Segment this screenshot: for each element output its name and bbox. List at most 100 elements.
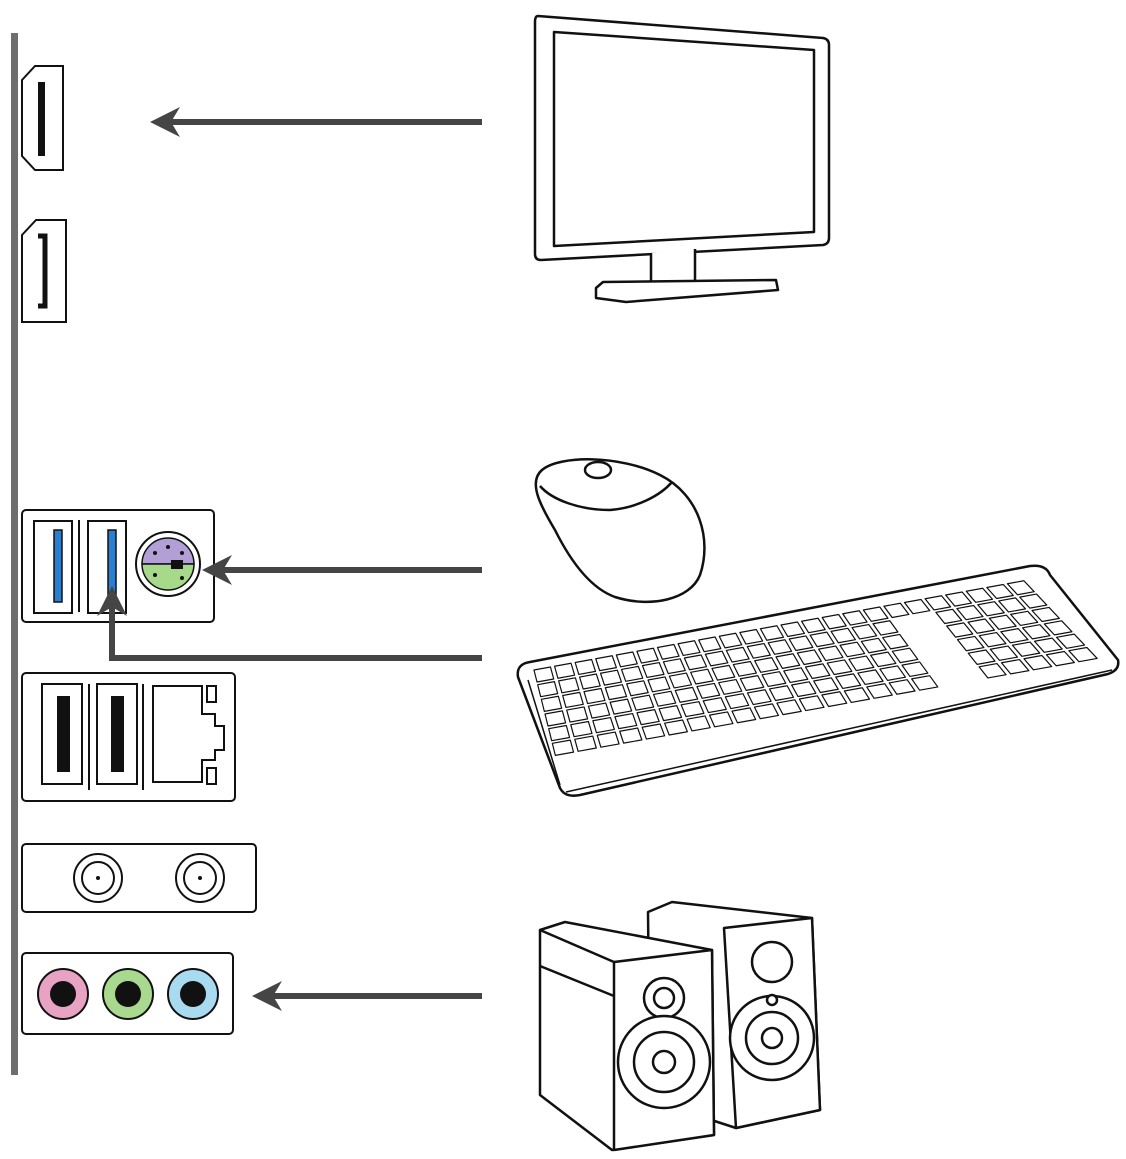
keyboard-key bbox=[1031, 606, 1060, 623]
keyboard-key bbox=[641, 661, 665, 679]
keyboard-key bbox=[826, 659, 853, 676]
keyboard-key bbox=[652, 690, 677, 707]
keyboard-key bbox=[533, 666, 555, 683]
keyboard-key bbox=[636, 709, 660, 726]
keyboard-key bbox=[562, 691, 584, 709]
keyboard-key bbox=[540, 695, 563, 712]
audio-line-out-jack bbox=[102, 968, 154, 1020]
usb3-port bbox=[87, 520, 127, 614]
keyboard-key bbox=[570, 720, 593, 738]
wifi-antenna-connector bbox=[175, 853, 225, 903]
mouse-icon bbox=[534, 458, 706, 604]
keyboard-key bbox=[1011, 641, 1041, 657]
keyboard-key bbox=[965, 587, 994, 603]
keyboard-key bbox=[647, 676, 671, 693]
keyboard-key bbox=[901, 661, 929, 678]
keyboard-key bbox=[1023, 654, 1053, 671]
keyboard-key bbox=[1000, 658, 1030, 675]
keyboard-key bbox=[945, 591, 973, 607]
hdmi-port bbox=[21, 65, 64, 171]
keyboard-key bbox=[731, 707, 757, 724]
keyboard-key bbox=[790, 681, 817, 698]
keyboard-key bbox=[967, 649, 996, 665]
keyboard-key bbox=[578, 673, 601, 690]
keyboard-key bbox=[686, 715, 711, 732]
keyboard-key bbox=[956, 604, 984, 621]
keyboard-key bbox=[842, 610, 868, 626]
keyboard-key bbox=[924, 595, 952, 611]
keyboard-key bbox=[800, 617, 826, 634]
keyboard-key bbox=[1055, 633, 1086, 649]
keyboard-key bbox=[835, 673, 862, 690]
keyboard-key bbox=[1043, 620, 1073, 636]
keyboard-key bbox=[843, 687, 871, 704]
usb2-port bbox=[41, 683, 83, 785]
usb2-lan-block bbox=[21, 672, 236, 802]
ps2-combo-port bbox=[135, 531, 201, 597]
keyboard-key bbox=[631, 694, 655, 711]
keyboard-key bbox=[967, 618, 996, 634]
keyboard-key bbox=[664, 719, 688, 736]
keyboard-key bbox=[680, 701, 705, 718]
keyboard-key bbox=[718, 632, 743, 649]
keyboard-key bbox=[620, 665, 644, 682]
audio-mic-jack bbox=[167, 968, 219, 1020]
keyboard-key bbox=[879, 665, 907, 682]
keyboard-key bbox=[989, 645, 1018, 661]
keyboard-key bbox=[839, 641, 866, 658]
keyboard-key bbox=[804, 663, 831, 680]
keyboard-key bbox=[768, 685, 795, 702]
keyboard-key bbox=[754, 657, 779, 673]
keyboard-key bbox=[857, 669, 884, 686]
antenna-block bbox=[21, 843, 257, 913]
keyboard-key bbox=[788, 635, 814, 652]
keyboard-key bbox=[977, 601, 1005, 617]
keyboard-key bbox=[626, 680, 649, 697]
keyboard-key bbox=[848, 655, 875, 672]
keyboard-key bbox=[866, 683, 893, 699]
keyboard-key bbox=[888, 679, 916, 695]
audio-line-in-jack bbox=[37, 968, 89, 1020]
keyboard-key bbox=[851, 623, 878, 640]
keyboard-icon bbox=[516, 564, 1120, 797]
keyboard-key bbox=[636, 647, 659, 664]
keyboard-key bbox=[724, 693, 750, 710]
keyboard-key bbox=[739, 675, 765, 691]
usb3-ps2-block bbox=[21, 509, 215, 623]
keyboard-key bbox=[761, 671, 787, 688]
keyboard-key bbox=[818, 645, 844, 662]
keyboard-key bbox=[677, 640, 701, 657]
keyboard-key bbox=[595, 655, 617, 672]
keyboard-key bbox=[1006, 580, 1035, 596]
keyboard-key bbox=[708, 711, 734, 728]
keyboard-key bbox=[998, 597, 1027, 613]
keyboard-key bbox=[935, 608, 963, 625]
keyboard-to-usb3-arrow bbox=[97, 586, 482, 661]
keyboard-key bbox=[1045, 650, 1075, 667]
keyboard-key bbox=[609, 698, 633, 715]
keyboard-key bbox=[548, 724, 571, 742]
keyboard-key bbox=[1000, 628, 1029, 644]
keyboard-key bbox=[619, 727, 643, 744]
keyboard-key bbox=[698, 636, 722, 653]
keyboard-key bbox=[775, 653, 801, 669]
keyboard-key bbox=[1019, 593, 1048, 609]
keyboard-key bbox=[1010, 610, 1039, 627]
keyboard-key bbox=[780, 621, 806, 638]
keyboard-key bbox=[604, 684, 628, 701]
keyboard-key bbox=[551, 739, 575, 756]
keyboard-key bbox=[718, 678, 743, 695]
keyboard-key bbox=[776, 699, 802, 716]
usb2-port bbox=[96, 683, 138, 785]
keyboard-key bbox=[1033, 637, 1063, 653]
rj45-lan-port bbox=[152, 685, 225, 785]
keyboard-key bbox=[746, 642, 771, 659]
speakers-icon bbox=[538, 900, 822, 1152]
keyboard-key bbox=[558, 677, 580, 694]
keyboard-key bbox=[883, 602, 910, 619]
keyboard-key bbox=[641, 723, 666, 740]
keyboard-key bbox=[783, 667, 809, 684]
keyboard-key bbox=[566, 706, 589, 723]
keyboard-key bbox=[882, 633, 909, 650]
